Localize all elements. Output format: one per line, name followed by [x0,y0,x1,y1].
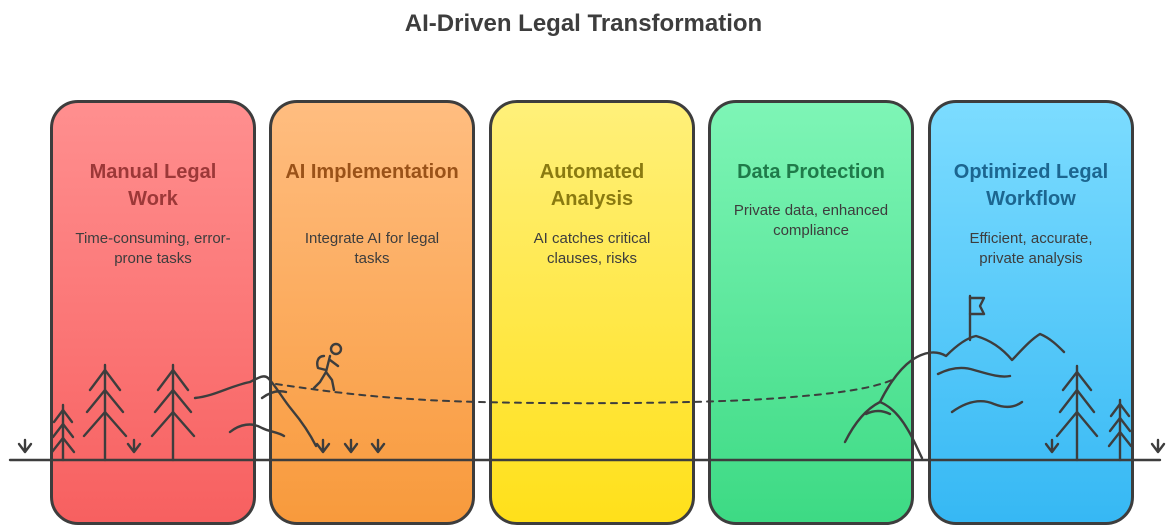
stage-description: Time-consuming, error-prone tasks [75,230,231,267]
stage-title: AI Implementation [285,161,459,183]
stage-card-automated-analysis: Automated Analysis AI catches critical c… [489,100,695,525]
stage-title: Optimized Legal Workflow [953,161,1109,210]
stage-title: Manual Legal Work [89,161,217,210]
sprout-icon [17,438,33,454]
stage-card-manual: Manual Legal Work Time-consuming, error-… [50,100,256,525]
sprout-icon [1150,438,1166,454]
stage-description: Private data, enhanced compliance [733,202,889,239]
stage-card-data-protection: Data Protection Private data, enhanced c… [708,100,914,525]
stage-description: AI catches critical clauses, risks [533,230,651,267]
stage-card-optimized-workflow: Optimized Legal Workflow Efficient, accu… [928,100,1134,525]
stage-description: Efficient, accurate, private analysis [969,230,1093,267]
stage-title: Data Protection [737,161,885,183]
stage-title: Automated Analysis [539,161,645,210]
stage-card-ai-implementation: AI Implementation Integrate AI for legal… [269,100,475,525]
diagram-title: AI-Driven Legal Transformation [404,10,763,37]
stage-description: Integrate AI for legal tasks [304,230,440,267]
